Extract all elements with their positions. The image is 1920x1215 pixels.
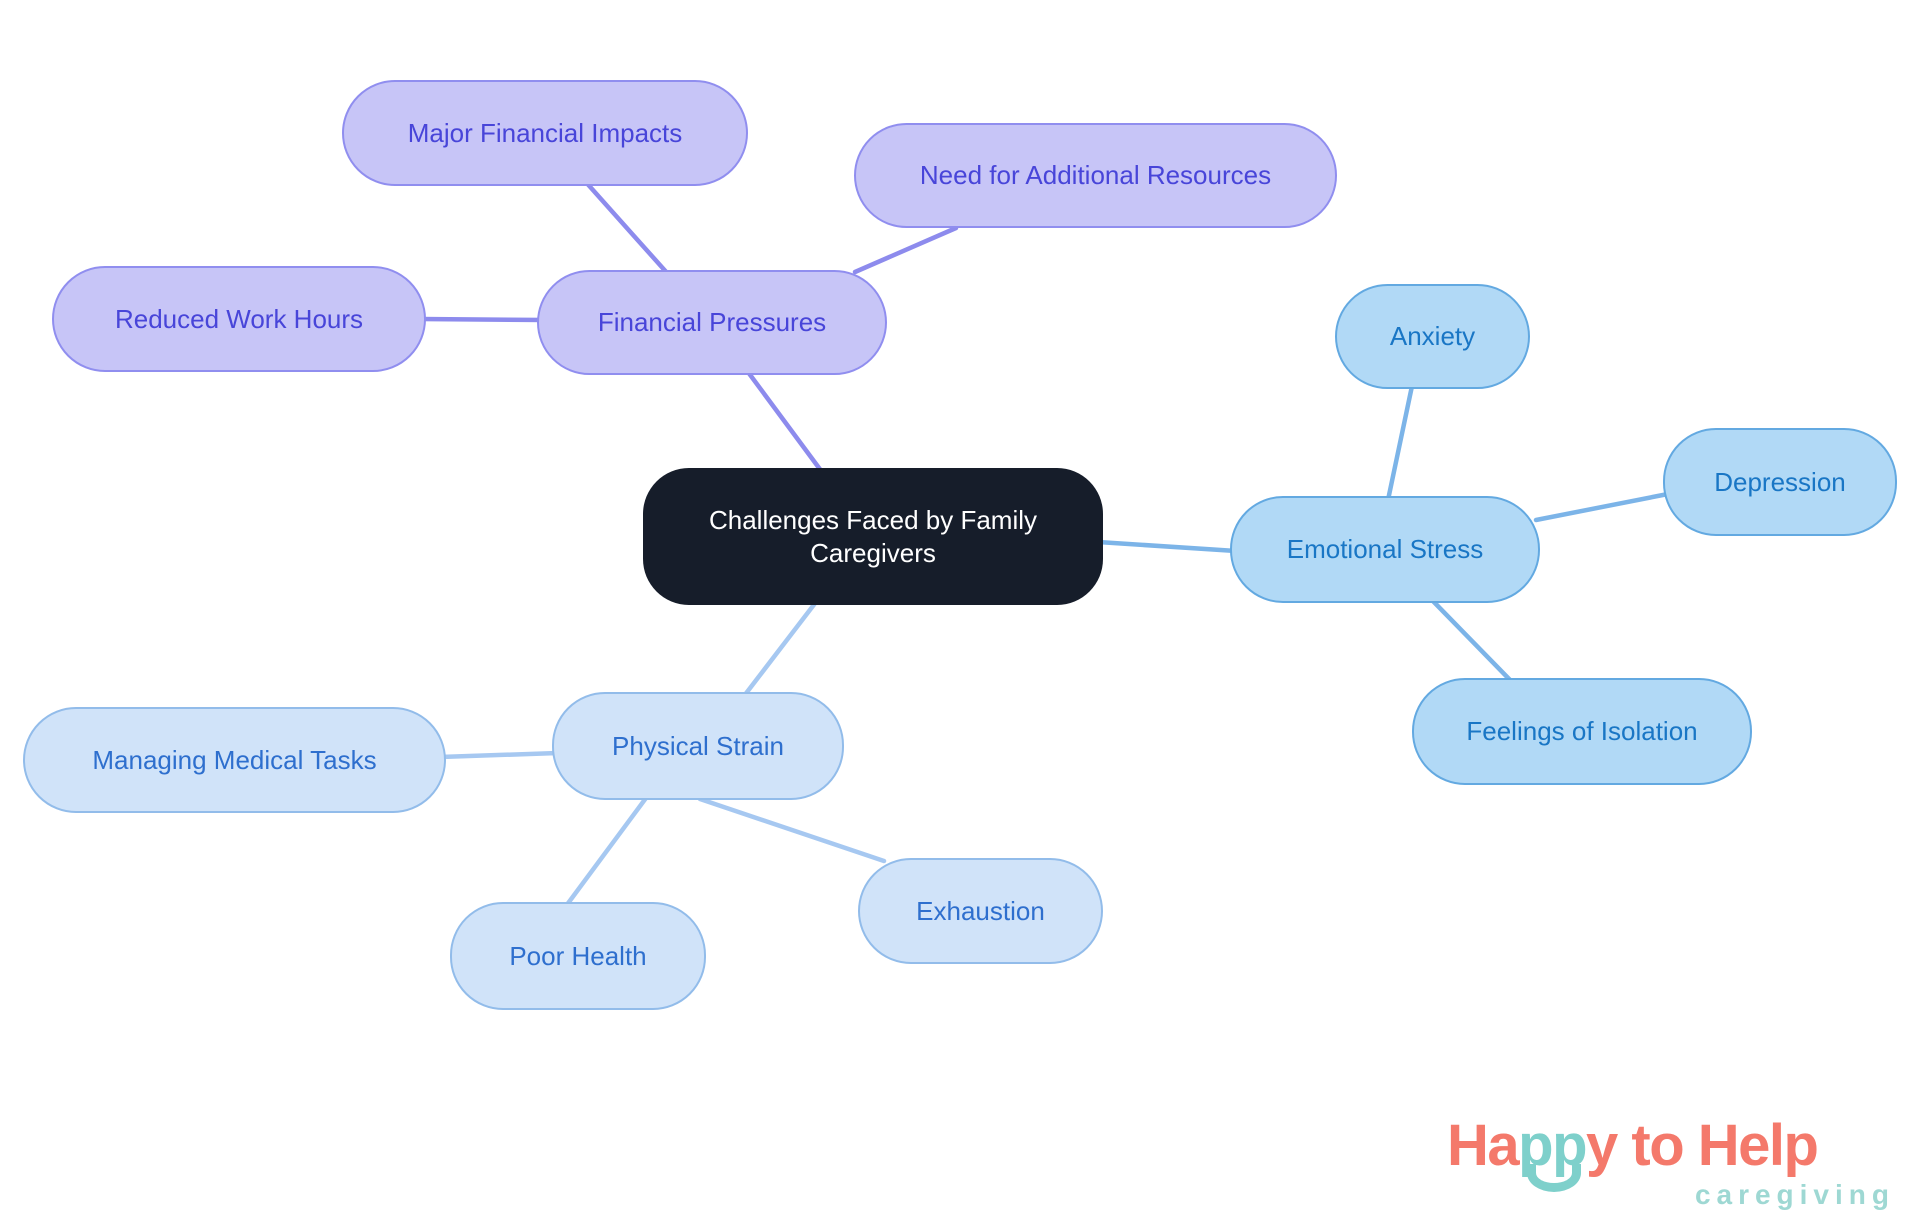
- edge-emotional-isolation: [1427, 595, 1515, 685]
- logo-word-ha: Ha: [1447, 1113, 1520, 1178]
- node-depression[interactable]: Depression: [1663, 428, 1897, 536]
- logo-word-rest: y to Help: [1586, 1113, 1819, 1178]
- node-managing-medical-tasks[interactable]: Managing Medical Tasks: [23, 707, 446, 813]
- logo-tagline: caregiving: [1694, 1179, 1895, 1210]
- edge-central-physical: [741, 599, 819, 699]
- node-financial-pressures[interactable]: Financial Pressures: [537, 270, 887, 375]
- node-major-financial-impacts[interactable]: Major Financial Impacts: [342, 80, 748, 186]
- edge-physical-managing-tasks: [437, 750, 561, 760]
- node-poor-health[interactable]: Poor Health: [450, 902, 706, 1010]
- edge-financial-additional-resources: [852, 225, 959, 275]
- node-need-for-additional-resources-label: Need for Additional Resources: [919, 160, 1272, 191]
- node-major-financial-impacts-label: Major Financial Impacts: [407, 117, 683, 148]
- node-reduced-work-hours-label: Reduced Work Hours: [114, 303, 364, 334]
- edge-central-financial: [745, 369, 825, 475]
- edge-central-emotional: [1095, 539, 1239, 554]
- node-exhaustion-label: Exhaustion: [916, 895, 1045, 926]
- node-reduced-work-hours[interactable]: Reduced Work Hours: [52, 266, 426, 372]
- node-financial-pressures-label: Financial Pressures: [597, 307, 827, 338]
- node-anxiety[interactable]: Anxiety: [1335, 284, 1530, 389]
- node-emotional-stress-label: Emotional Stress: [1286, 534, 1484, 565]
- node-feelings-of-isolation-label: Feelings of Isolation: [1466, 716, 1698, 747]
- node-depression-label: Depression: [1714, 466, 1846, 497]
- node-central[interactable]: Challenges Faced by Family Caregivers: [643, 468, 1103, 605]
- node-emotional-stress[interactable]: Emotional Stress: [1230, 496, 1540, 603]
- smile-icon: [1527, 1164, 1581, 1192]
- node-need-for-additional-resources[interactable]: Need for Additional Resources: [854, 123, 1337, 228]
- happy-to-help-logo: Happy to Help caregiving: [1447, 1117, 1897, 1211]
- node-feelings-of-isolation[interactable]: Feelings of Isolation: [1412, 678, 1752, 785]
- node-poor-health-label: Poor Health: [509, 940, 647, 971]
- edge-emotional-anxiety: [1385, 383, 1415, 503]
- node-managing-medical-tasks-label: Managing Medical Tasks: [92, 744, 377, 775]
- node-physical-strain[interactable]: Physical Strain: [552, 692, 844, 800]
- edge-financial-reduced-hours: [417, 316, 548, 323]
- node-anxiety-label: Anxiety: [1389, 321, 1476, 352]
- edge-emotional-depression: [1533, 491, 1671, 523]
- edge-financial-major-impacts: [581, 177, 671, 277]
- edge-physical-exhaustion: [697, 796, 887, 864]
- node-central-label: Challenges Faced by Family Caregivers: [708, 505, 1038, 568]
- node-exhaustion[interactable]: Exhaustion: [858, 858, 1103, 964]
- logo-wordmark: Happy to Help: [1447, 1117, 1897, 1192]
- node-physical-strain-label: Physical Strain: [612, 730, 784, 761]
- edge-physical-poor-health: [563, 795, 649, 909]
